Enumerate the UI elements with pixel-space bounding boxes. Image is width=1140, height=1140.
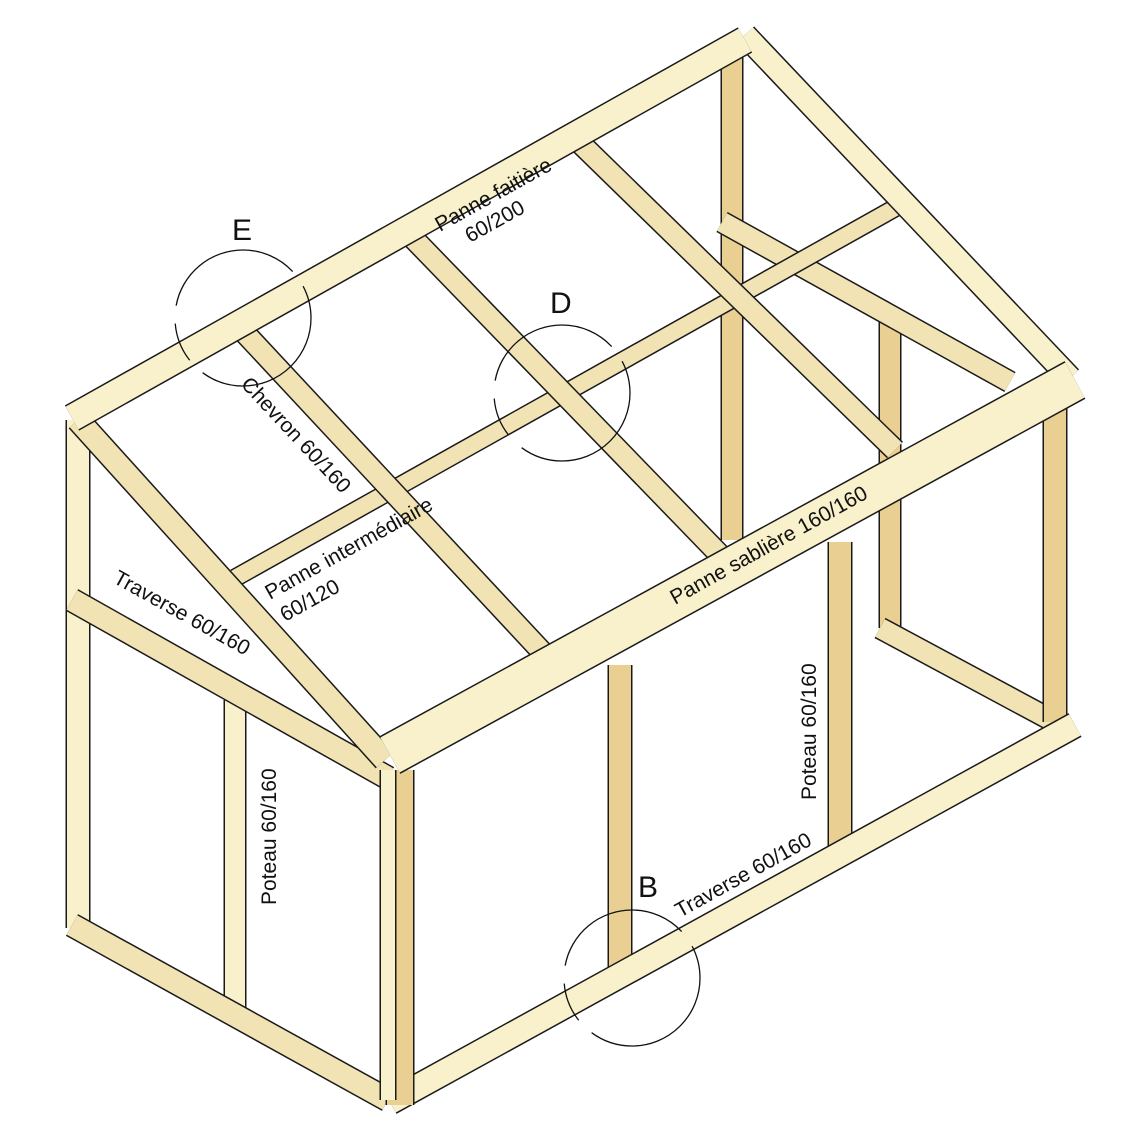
front-bottom-plate [383,713,1082,1114]
detail-circle-d [493,324,631,462]
label-post-side: Poteau 60/160 [258,768,281,905]
frame-beams [64,26,1086,1114]
side-bottom-plate [65,914,395,1111]
rafter [233,322,554,663]
wall-plate [379,361,1086,774]
detail-circles: E D B [174,214,701,1047]
detail-label-d: D [550,287,572,320]
back-crossbar [716,211,1016,393]
back-bottom-plate [874,617,1061,733]
rafter [568,131,904,459]
detail-label-b: B [638,871,658,904]
detail-circle-b [563,909,701,1047]
side-crossbar [65,589,395,789]
detail-label-e: E [232,214,252,247]
rafter [401,226,729,564]
label-post-front: Poteau 60/160 [798,663,821,800]
back-gable-rafter [735,26,1080,387]
detail-circle-e [174,249,312,387]
ridge-beam [64,27,753,431]
gable-rafter [68,411,395,769]
